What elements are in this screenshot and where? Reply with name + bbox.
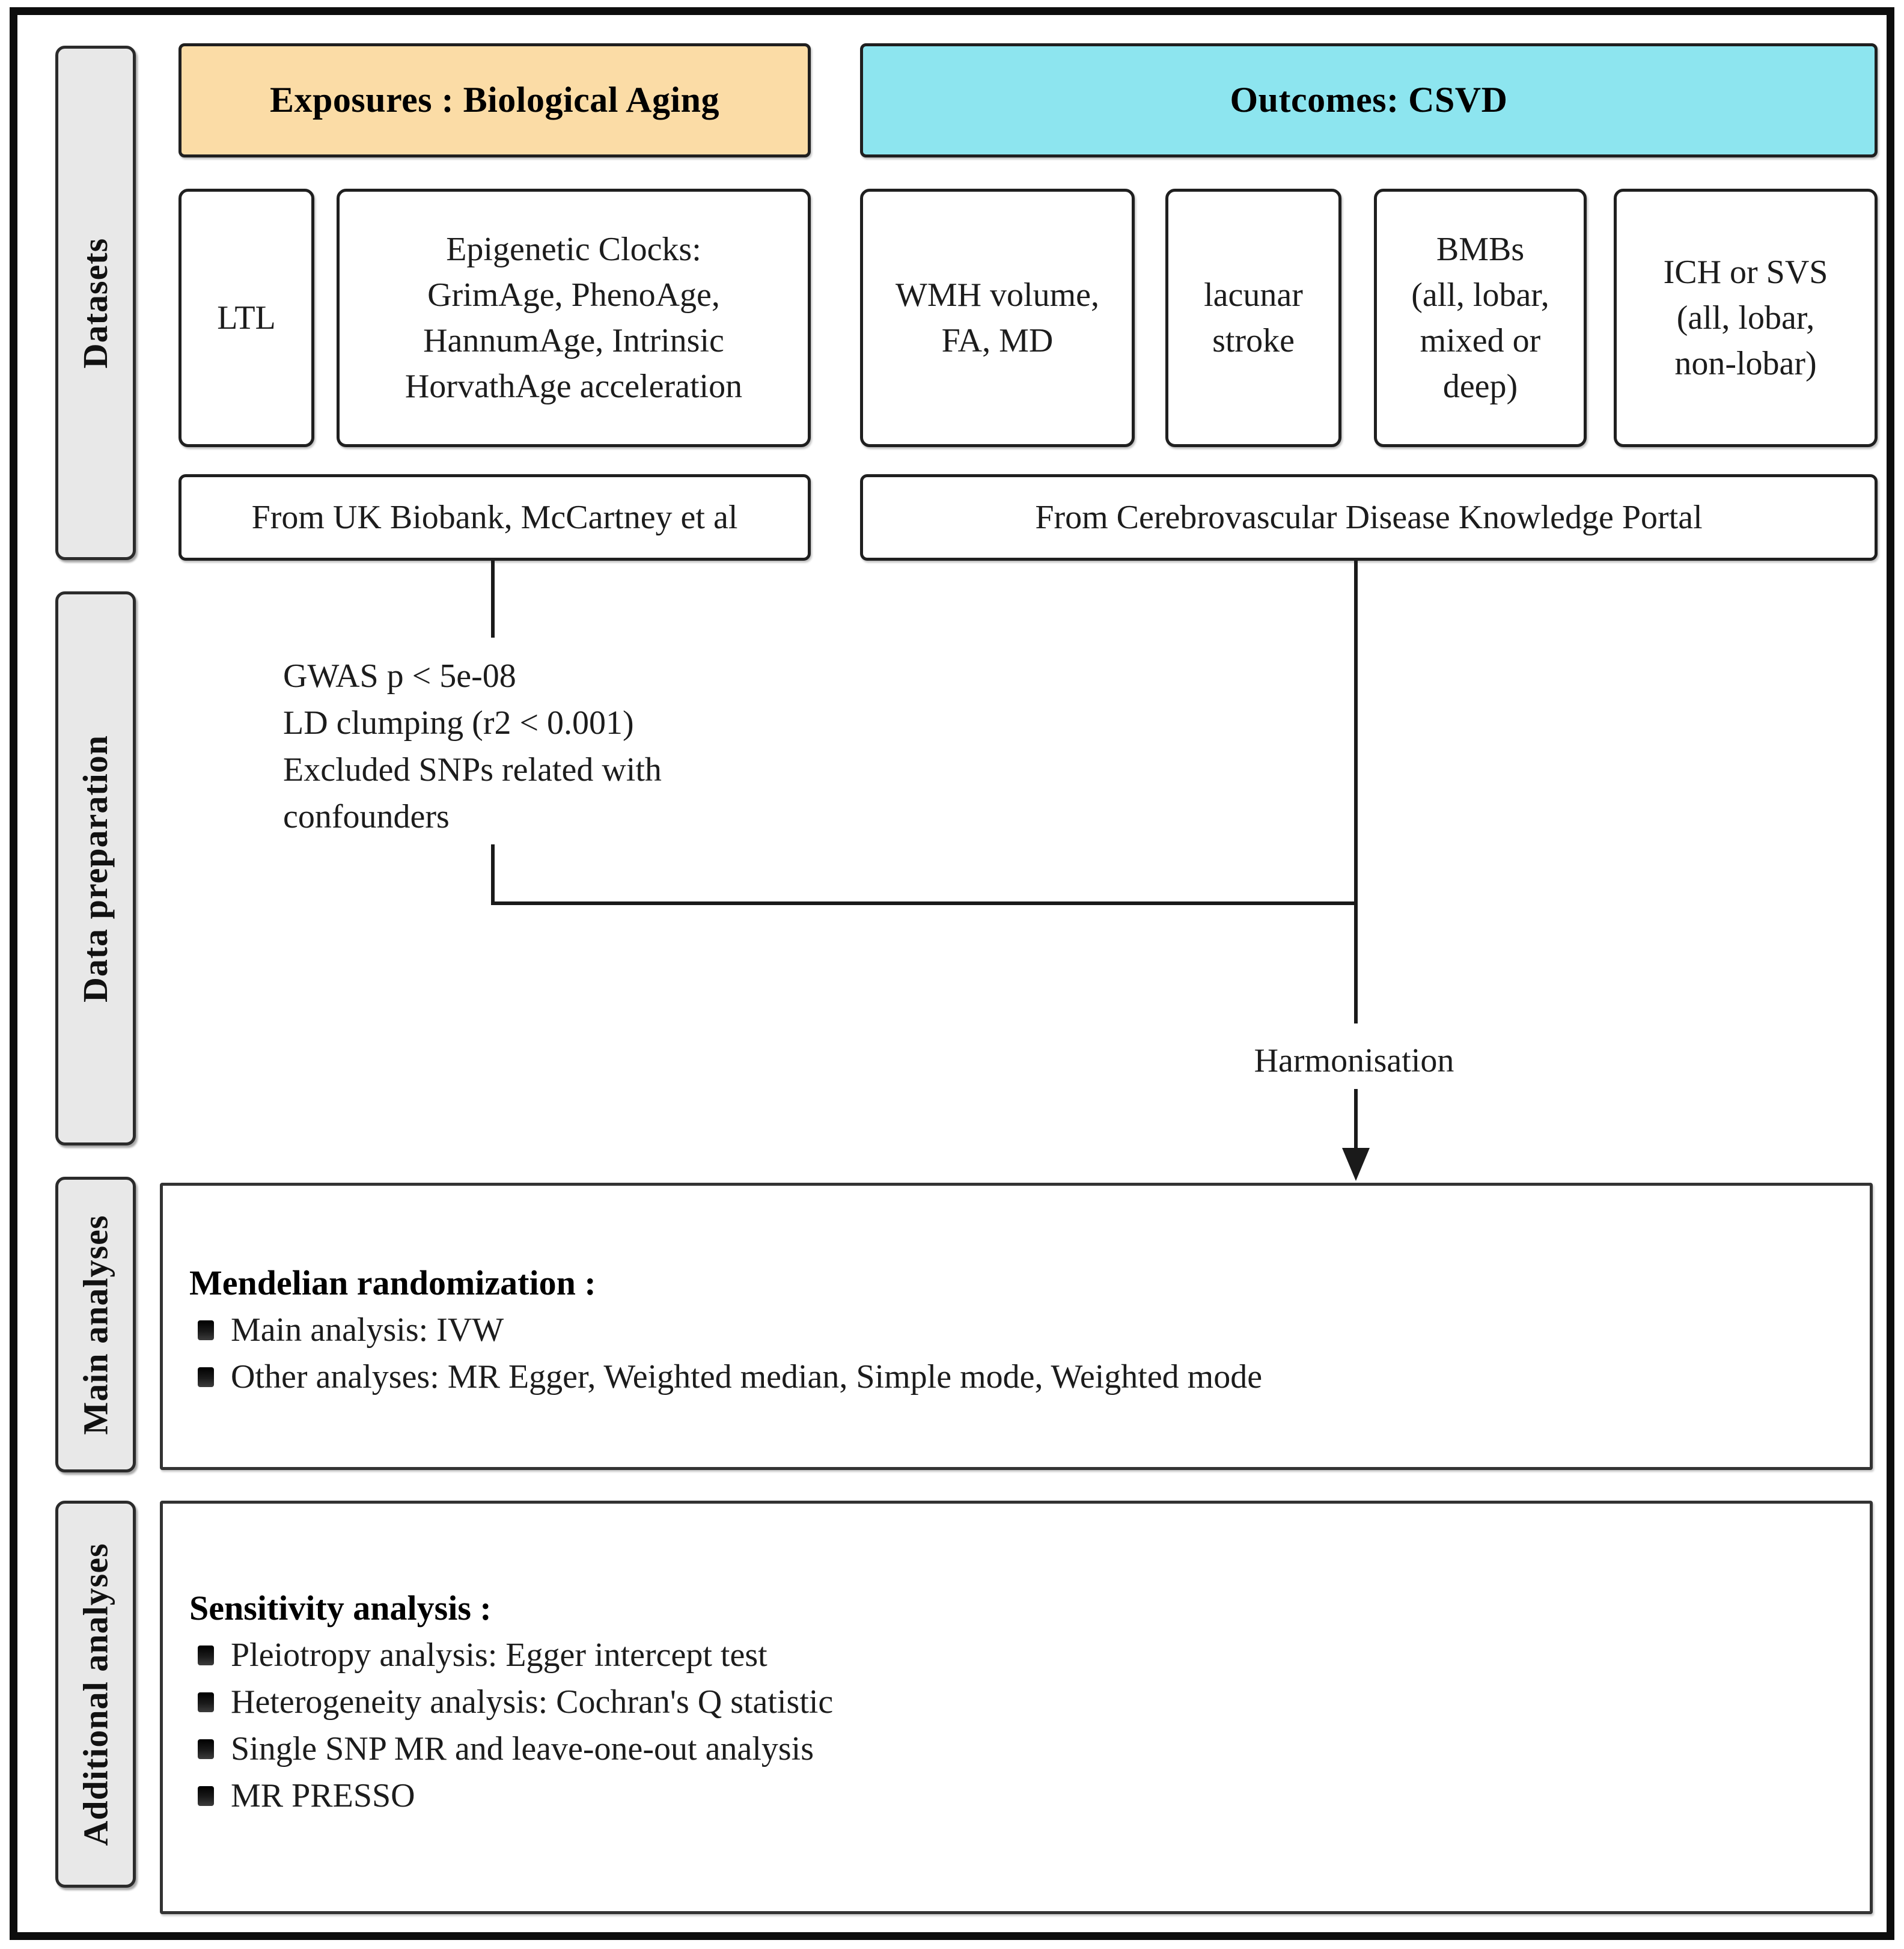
main-analyses-box: Mendelian randomization : Main analysis:… bbox=[160, 1183, 1873, 1470]
bullet-square-icon bbox=[198, 1320, 214, 1340]
list-item: Heterogeneity analysis: Cochran's Q stat… bbox=[189, 1679, 1870, 1725]
sidebar-stage-main-analyses: Main analyses bbox=[55, 1177, 136, 1472]
outcomes-header: Outcomes: CSVD bbox=[860, 43, 1878, 157]
sidebar-label-datasets: Datasets bbox=[76, 237, 115, 368]
outer-frame bbox=[10, 7, 1894, 1940]
list-item: Other analyses: MR Egger, Weighted media… bbox=[189, 1353, 1870, 1400]
list-item: Main analysis: IVW bbox=[189, 1307, 1870, 1353]
sensitivity-item-text: MR PRESSO bbox=[231, 1777, 415, 1814]
source-box-cerebrovascular-portal: From Cerebrovascular Disease Knowledge P… bbox=[860, 474, 1878, 561]
connector-exposures-down-1 bbox=[491, 561, 495, 638]
sensitivity-item-text: Pleiotropy analysis: Egger intercept tes… bbox=[231, 1636, 767, 1674]
additional-analyses-box: Sensitivity analysis : Pleiotropy analys… bbox=[160, 1501, 1873, 1914]
sidebar-stage-data-preparation: Data preparation bbox=[55, 591, 136, 1145]
list-item: Single SNP MR and leave-one-out analysis bbox=[189, 1725, 1870, 1772]
list-item: Pleiotropy analysis: Egger intercept tes… bbox=[189, 1632, 1870, 1679]
sidebar-label-main-analyses: Main analyses bbox=[76, 1215, 115, 1435]
sidebar-stage-datasets: Datasets bbox=[55, 46, 136, 560]
dataset-box-lacunar-stroke: lacunar stroke bbox=[1165, 189, 1341, 447]
dataset-box-ich-svs: ICH or SVS (all, lobar, non-lobar) bbox=[1614, 189, 1878, 447]
dataset-box-ltl: LTL bbox=[178, 189, 314, 447]
connector-harmonisation-arrow-shaft bbox=[1354, 1089, 1358, 1152]
sidebar-stage-additional-analyses: Additional analyses bbox=[55, 1501, 136, 1888]
exposures-header: Exposures : Biological Aging bbox=[178, 43, 811, 157]
snp-filter-text: GWAS p < 5e-08 LD clumping (r2 < 0.001) … bbox=[283, 657, 662, 835]
main-analyses-list: Main analysis: IVW Other analyses: MR Eg… bbox=[189, 1307, 1870, 1400]
bullet-square-icon bbox=[198, 1786, 214, 1806]
connector-exposures-down-2 bbox=[491, 844, 495, 905]
dataset-box-wmh: WMH volume, FA, MD bbox=[860, 189, 1135, 447]
additional-analyses-list: Pleiotropy analysis: Egger intercept tes… bbox=[189, 1632, 1870, 1819]
source-box-uk-biobank: From UK Biobank, McCartney et al bbox=[178, 474, 811, 561]
sensitivity-item-text: Heterogeneity analysis: Cochran's Q stat… bbox=[231, 1683, 834, 1721]
dataset-box-bmbs: BMBs (all, lobar, mixed or deep) bbox=[1374, 189, 1587, 447]
arrow-down-icon bbox=[1342, 1148, 1370, 1181]
list-item: MR PRESSO bbox=[189, 1772, 1870, 1819]
connector-outcomes-down bbox=[1354, 561, 1358, 1023]
additional-analyses-title: Sensitivity analysis : bbox=[189, 1588, 492, 1627]
main-analysis-item-text: Other analyses: MR Egger, Weighted media… bbox=[231, 1358, 1263, 1395]
main-analyses-title: Mendelian randomization : bbox=[189, 1263, 596, 1302]
bullet-square-icon bbox=[198, 1739, 214, 1759]
sidebar-label-additional-analyses: Additional analyses bbox=[76, 1542, 115, 1846]
sensitivity-item-text: Single SNP MR and leave-one-out analysis bbox=[231, 1730, 814, 1768]
bullet-square-icon bbox=[198, 1692, 214, 1712]
bullet-square-icon bbox=[198, 1367, 214, 1387]
connector-horizontal-join bbox=[491, 901, 1358, 905]
harmonisation-label: Harmonisation bbox=[1254, 1042, 1454, 1079]
main-analysis-item-text: Main analysis: IVW bbox=[231, 1311, 504, 1349]
bullet-square-icon bbox=[198, 1645, 214, 1665]
dataset-box-epigenetic-clocks: Epigenetic Clocks: GrimAge, PhenoAge, Ha… bbox=[337, 189, 811, 447]
sidebar-label-data-preparation: Data preparation bbox=[76, 734, 115, 1002]
